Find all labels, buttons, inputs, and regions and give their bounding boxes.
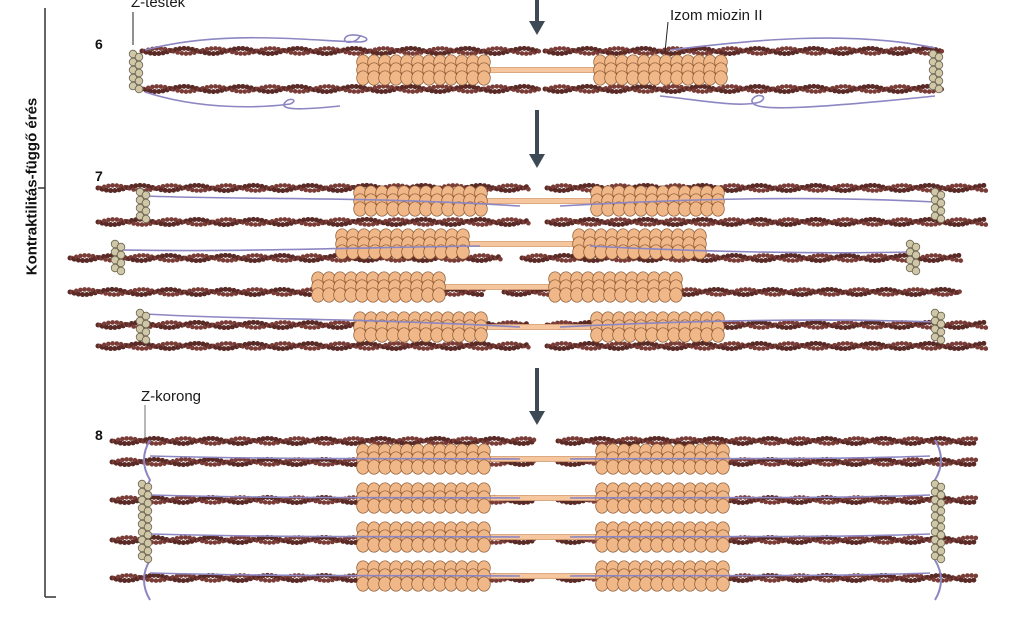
myosin-filament <box>312 272 683 302</box>
titin-strand <box>122 246 910 253</box>
actin-filament <box>543 46 945 56</box>
z-body <box>138 480 152 563</box>
myosin-filament <box>357 55 728 85</box>
myosin-label: Izom miozin II <box>670 8 763 23</box>
z-body <box>129 50 143 93</box>
step-number-6: 6 <box>95 37 103 51</box>
down-arrow-icon <box>529 0 545 35</box>
actin-filament <box>140 46 542 56</box>
actin-filament <box>545 341 989 351</box>
myosin-filament <box>336 229 707 259</box>
actin-filament <box>96 217 531 227</box>
step-number-8: 8 <box>95 428 103 442</box>
step-7-nascent-myofibril <box>68 183 989 351</box>
z-body <box>929 50 943 93</box>
side-label-contractility-maturation: Kontraktilitás-függő érés <box>25 87 40 287</box>
z-disc-label: Z-korong <box>141 389 201 404</box>
bracket-line <box>38 8 56 597</box>
titin-strand <box>145 92 340 109</box>
step-number-7: 7 <box>95 169 103 183</box>
z-body <box>931 309 945 344</box>
z-body <box>136 188 150 223</box>
actin-filament <box>140 84 542 94</box>
actin-filament <box>96 341 531 351</box>
step-8-mature-myofibril <box>110 405 979 591</box>
down-arrow-icon <box>529 110 545 168</box>
z-body <box>136 309 150 344</box>
myosin-filament <box>354 312 725 342</box>
z-bodies-label: Z-testek <box>131 0 185 10</box>
actin-filament <box>545 217 989 227</box>
z-body <box>931 480 945 563</box>
actin-filament <box>556 436 979 446</box>
down-arrow-icon <box>529 368 545 425</box>
z-body <box>906 240 920 275</box>
z-body <box>931 188 945 223</box>
actin-filament <box>543 84 945 94</box>
titin-strand <box>660 96 935 108</box>
z-body <box>111 240 125 275</box>
